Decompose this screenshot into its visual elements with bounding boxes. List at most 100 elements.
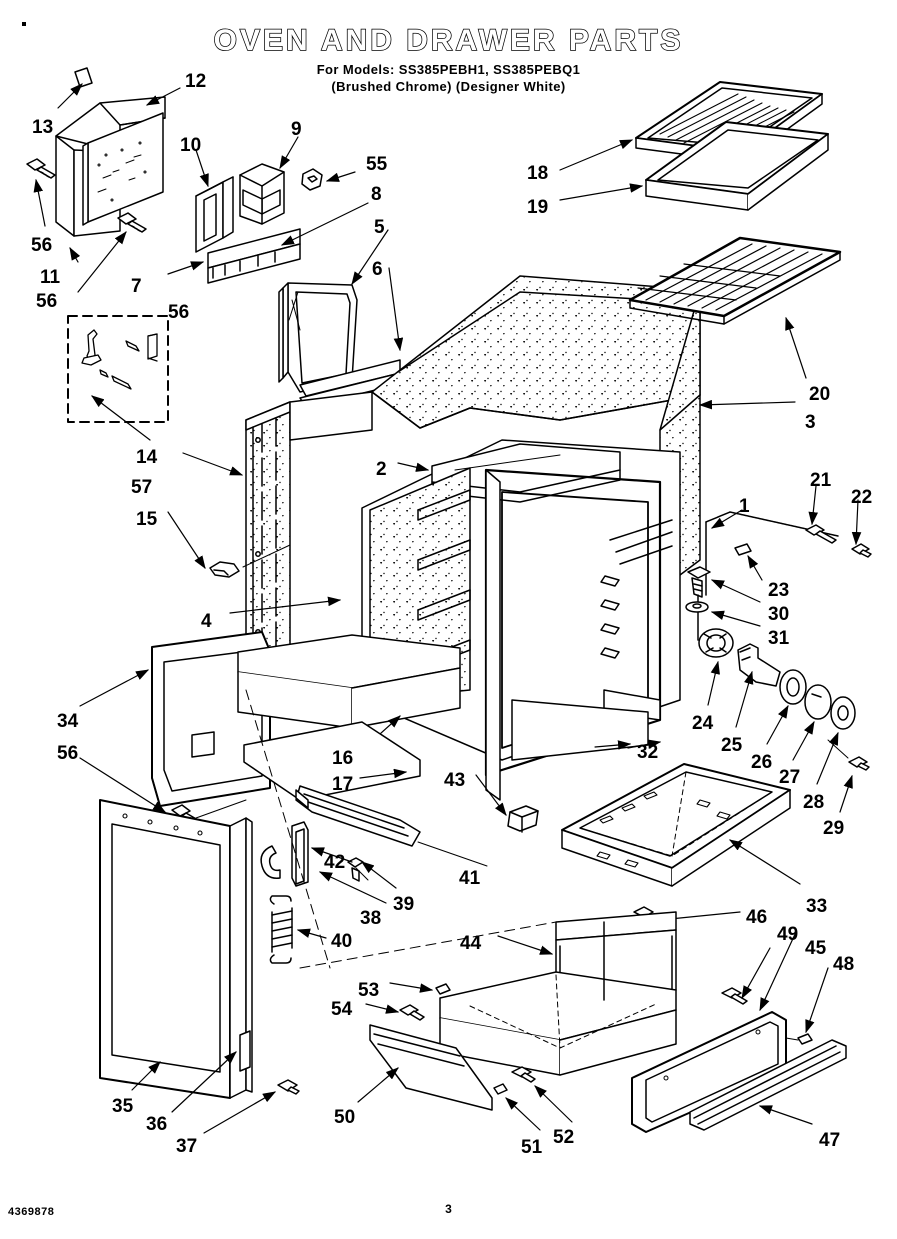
part-30-bolt (687, 566, 711, 641)
callout-2: 2 (376, 459, 387, 480)
callout-51: 51 (521, 1137, 543, 1158)
callout-5: 5 (374, 217, 385, 238)
part-10-block (195, 176, 234, 253)
callout-25: 25 (721, 735, 743, 756)
callout-16: 16 (332, 748, 354, 769)
part-53-clip (435, 983, 451, 995)
callout-29: 29 (823, 818, 845, 839)
part-15-latch (209, 561, 240, 578)
callout-10: 10 (180, 135, 202, 156)
callout-54: 54 (331, 999, 353, 1020)
part-20-oven-rack (628, 236, 842, 325)
callout-37: 37 (176, 1136, 198, 1157)
callout-4: 4 (201, 611, 212, 632)
callout-28: 28 (803, 792, 825, 813)
callout-9: 9 (291, 119, 302, 140)
callout-11: 11 (40, 267, 61, 288)
callout-52: 52 (553, 1127, 575, 1148)
callout-13: 13 (32, 117, 54, 138)
part-39-screw (347, 857, 364, 882)
part-28-washer (830, 696, 856, 730)
part-11-screw (117, 212, 147, 233)
callout-21: 21 (810, 470, 832, 491)
callout-32: 32 (637, 742, 659, 763)
callout-46: 46 (746, 907, 768, 928)
callout-35: 35 (112, 1096, 134, 1117)
callout-1: 1 (739, 496, 750, 517)
part-13-clip (74, 67, 93, 88)
callout-55: 55 (366, 154, 388, 175)
callout-6: 6 (372, 259, 383, 280)
part-16-bottom-panel (237, 634, 461, 729)
callout-7: 7 (131, 276, 142, 297)
part-40-spring (269, 895, 293, 964)
callout-48: 48 (833, 954, 855, 975)
callout-56: 56 (31, 235, 53, 256)
part-25-knob (737, 643, 781, 687)
part-37-screw (277, 1079, 300, 1095)
part-48-clip (785, 1033, 813, 1045)
part-22-screw (851, 543, 872, 558)
broil-element (600, 519, 673, 659)
page-number-footer: 3 (445, 1202, 452, 1216)
part-27-disc (804, 684, 832, 720)
part-31-washer (685, 601, 709, 613)
callout-43: 43 (444, 770, 466, 791)
part-7-bracket (207, 228, 301, 284)
part-54-screw (399, 1004, 425, 1021)
models-line: For Models: SS385PEBH1, SS385PEBQ1 (316, 62, 581, 77)
callout-23: 23 (768, 580, 790, 601)
callout-24: 24 (692, 713, 714, 734)
part-35-door-outer (99, 799, 253, 1099)
page-title: OVEN AND DRAWER PARTS (213, 23, 684, 58)
part-47-handle-bar (689, 1039, 847, 1131)
part-19-broiler-pan (645, 121, 829, 211)
callout-8: 8 (371, 184, 382, 205)
callout-17: 17 (332, 774, 354, 795)
callout-34: 34 (57, 711, 79, 732)
callout-15: 15 (136, 509, 158, 530)
callout-33: 33 (806, 896, 828, 917)
part-23-clip (734, 543, 752, 556)
callout-47: 47 (819, 1130, 841, 1151)
callout-56: 56 (57, 743, 79, 764)
callout-18: 18 (527, 163, 549, 184)
callout-31: 31 (768, 628, 790, 649)
callout-3: 3 (805, 412, 816, 433)
part-42-latch-rod (291, 821, 309, 887)
part-5-door-liner (278, 282, 358, 393)
callout-56: 56 (168, 302, 190, 323)
part-41-trim-bar (295, 785, 421, 847)
callout-38: 38 (360, 908, 382, 929)
part-52-screw (511, 1066, 536, 1083)
callout-42: 42 (324, 852, 346, 873)
registration-mark (22, 22, 26, 26)
part-4-side-panel (245, 401, 291, 691)
callout-14: 14 (136, 447, 158, 468)
part-55-cap (301, 168, 323, 191)
part-26-washer (779, 669, 807, 705)
part-49-screw (721, 987, 748, 1005)
part-43-block (507, 805, 539, 833)
part-44-drawer-body (439, 911, 677, 1076)
part-29-screw (827, 739, 870, 771)
part-33-cooktop (561, 763, 791, 887)
callout-20: 20 (809, 384, 831, 405)
part-38-hook (260, 845, 281, 879)
part-51-clip (493, 1083, 508, 1095)
callout-19: 19 (527, 197, 549, 218)
part-24-grommet (698, 628, 734, 658)
part-9-transformer (239, 163, 285, 225)
callout-45: 45 (805, 938, 827, 959)
callout-40: 40 (331, 931, 353, 952)
callout-27: 27 (779, 767, 801, 788)
part-56-screw-a (26, 158, 56, 179)
callout-41: 41 (459, 868, 481, 889)
part-number-footer: 4369878 (8, 1206, 55, 1218)
callout-50: 50 (334, 1107, 356, 1128)
part-17-rail (243, 721, 421, 801)
finish-line: (Brushed Chrome) (Designer White) (331, 79, 566, 94)
part-12-control-panel (55, 96, 166, 237)
part-50-trim (369, 1024, 493, 1111)
